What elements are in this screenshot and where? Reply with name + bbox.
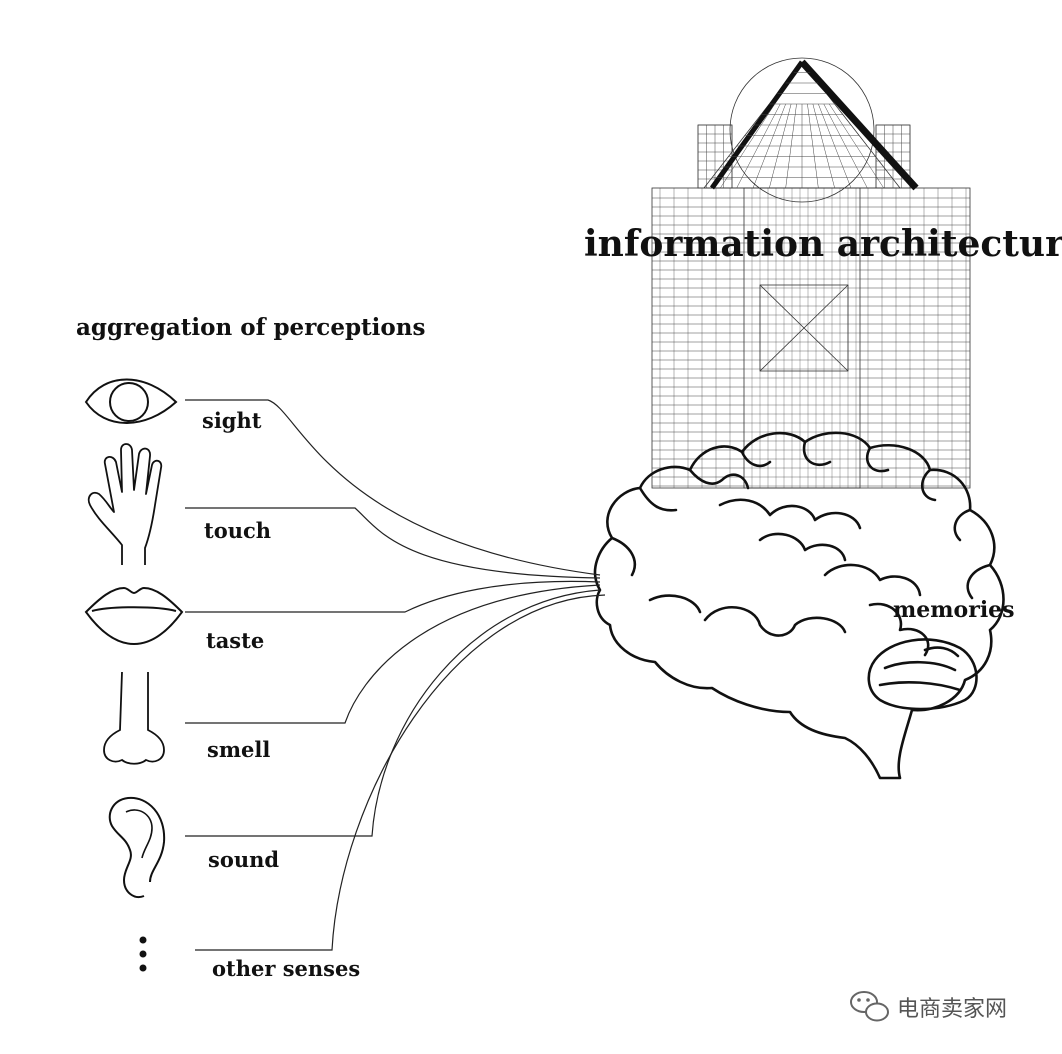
connection-lines bbox=[185, 399, 606, 951]
center-label: information architecture bbox=[584, 223, 1062, 265]
nose-icon bbox=[103, 671, 165, 765]
sense-label-other-senses: other senses bbox=[212, 956, 360, 981]
lips-icon bbox=[84, 586, 184, 646]
smell-connector bbox=[185, 584, 601, 724]
sense-label-sight: sight bbox=[202, 408, 262, 433]
memories-label: memories bbox=[893, 597, 1015, 623]
sense-label-touch: touch bbox=[204, 518, 271, 543]
eye-icon bbox=[84, 378, 178, 424]
building-illustration bbox=[651, 57, 971, 489]
other-senses-connector bbox=[195, 594, 606, 951]
ellipsis-icon bbox=[139, 936, 147, 972]
sight-connector bbox=[185, 399, 601, 576]
brain-illustration bbox=[593, 431, 1005, 780]
sense-label-sound: sound bbox=[208, 847, 279, 872]
sense-label-taste: taste bbox=[206, 628, 264, 653]
sense-label-smell: smell bbox=[207, 737, 270, 762]
touch-connector bbox=[185, 507, 601, 579]
sound-connector bbox=[185, 589, 601, 837]
watermark-text: 电商卖家网 bbox=[897, 997, 1007, 1022]
wechat-icon bbox=[850, 991, 889, 1022]
taste-connector bbox=[185, 580, 601, 613]
diagram-heading: aggregation of perceptions bbox=[76, 314, 425, 341]
hand-icon bbox=[87, 443, 163, 565]
ear-icon bbox=[108, 796, 166, 898]
